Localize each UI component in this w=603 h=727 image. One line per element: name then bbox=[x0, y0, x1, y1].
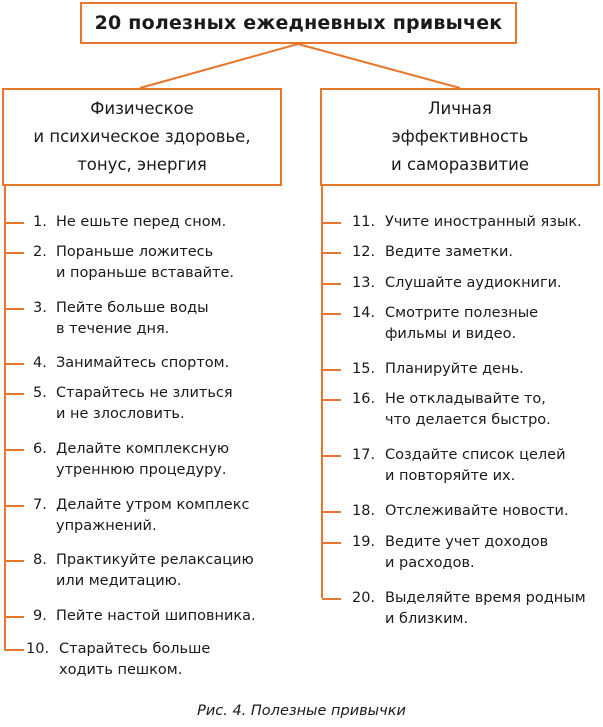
right-habit-item: 11. Учите иностранный язык. bbox=[352, 212, 603, 256]
right-habit-item: 12. Ведите заметки. bbox=[352, 242, 603, 286]
habit-number: 1. bbox=[33, 214, 47, 230]
habit-text: Практикуйте релаксацию или медитацию. bbox=[56, 552, 254, 589]
left-habit-item: 8. Практикуйте релаксацию или медитацию. bbox=[33, 550, 603, 594]
habit-number: 3. bbox=[33, 300, 47, 316]
habit-number: 15. bbox=[352, 361, 376, 377]
left-habit-item: 2. Пораньше ложитесь и пораньше вставайте… bbox=[33, 242, 603, 286]
habit-text: Старайтесь не злиться и не злословить. bbox=[56, 385, 233, 422]
habit-text: Делайте утром комплекс упражнений. bbox=[56, 497, 250, 534]
right-column-heading-box: Личная эффективность и саморазвитие bbox=[320, 88, 600, 186]
habit-number: 4. bbox=[33, 355, 47, 371]
left-habit-item: 1. Не ешьте перед сном. bbox=[33, 212, 603, 256]
right-column-heading: Личная эффективность и саморазвитие bbox=[391, 99, 529, 174]
left-habit-item: 6. Делайте комплексную утреннюю процедуру… bbox=[33, 439, 603, 483]
habit-text: Создайте список целей и повторяйте их. bbox=[385, 447, 566, 484]
left-habit-item: 10. Старайтесь больше ходить пешком. bbox=[26, 639, 596, 683]
left-habit-item: 3. Пейте больше воды в течение дня. bbox=[33, 298, 603, 342]
title-to-right-connector bbox=[297, 43, 461, 89]
habit-text: Ведите учет доходов и расходов. bbox=[385, 534, 549, 571]
habit-number: 10. bbox=[26, 641, 50, 657]
habit-number: 2. bbox=[33, 244, 47, 260]
left-habit-item: 4. Занимайтесь спортом. bbox=[33, 353, 603, 397]
habit-text: Отслеживайте новости. bbox=[385, 503, 569, 519]
habit-text: Выделяйте время родным и близким. bbox=[385, 590, 586, 627]
left-column-heading: Физическое и психическое здоровье, тонус… bbox=[33, 99, 251, 174]
habit-text: Пораньше ложитесь и пораньше вставайте. bbox=[56, 244, 234, 281]
habit-number: 19. bbox=[352, 534, 376, 550]
title-to-left-connector bbox=[139, 43, 299, 89]
left-habit-item: 7. Делайте утром комплекс упражнений. bbox=[33, 495, 603, 539]
habit-text: Пейте больше воды в течение дня. bbox=[56, 300, 209, 337]
habit-text: Не ешьте перед сном. bbox=[56, 214, 227, 230]
diagram-title: 20 полезных ежедневных привычек bbox=[94, 12, 503, 34]
habit-number: 17. bbox=[352, 447, 376, 463]
habit-number: 16. bbox=[352, 391, 376, 407]
habit-number: 5. bbox=[33, 385, 47, 401]
habit-number: 7. bbox=[33, 497, 47, 513]
right-habit-item: 18. Отслеживайте новости. bbox=[352, 501, 603, 545]
right-habit-item: 19. Ведите учет доходов и расходов. bbox=[352, 532, 603, 576]
habit-text: Планируйте день. bbox=[385, 361, 524, 377]
left-habit-item: 9. Пейте настой шиповника. bbox=[33, 606, 603, 650]
right-habit-item: 15. Планируйте день. bbox=[352, 359, 603, 403]
habit-number: 6. bbox=[33, 441, 47, 457]
habit-text: Старайтесь больше ходить пешком. bbox=[59, 641, 211, 678]
left-habit-item: 5. Старайтесь не злиться и не злословить. bbox=[33, 383, 603, 427]
right-habit-item: 17. Создайте список целей и повторяйте их… bbox=[352, 445, 603, 489]
habit-text: Не откладывайте то, что делается быстро. bbox=[385, 391, 551, 428]
figure-caption: Рис. 4. Полезные привычки bbox=[197, 703, 406, 719]
habit-text: Ведите заметки. bbox=[385, 244, 513, 260]
habit-text: Смотрите полезные фильмы и видео. bbox=[385, 305, 539, 342]
right-habit-item: 13. Слушайте аудиокниги. bbox=[352, 273, 603, 317]
habit-text: Учите иностранный язык. bbox=[385, 214, 582, 230]
right-habit-item: 14. Смотрите полезные фильмы и видео. bbox=[352, 303, 603, 347]
habit-number: 9. bbox=[33, 608, 47, 624]
right-habit-item: 16. Не откладывайте то, что делается быст… bbox=[352, 389, 603, 433]
habit-number: 12. bbox=[352, 244, 376, 260]
habit-text: Слушайте аудиокниги. bbox=[385, 275, 562, 291]
habit-number: 14. bbox=[352, 305, 376, 321]
right-habit-item: 20. Выделяйте время родным и близким. bbox=[352, 588, 603, 632]
habit-number: 13. bbox=[352, 275, 376, 291]
diagram-title-box: 20 полезных ежедневных привычек bbox=[80, 2, 517, 44]
habit-text: Пейте настой шиповника. bbox=[56, 608, 256, 624]
habit-text: Занимайтесь спортом. bbox=[56, 355, 230, 371]
habit-number: 8. bbox=[33, 552, 47, 568]
habit-number: 11. bbox=[352, 214, 376, 230]
habit-number: 18. bbox=[352, 503, 376, 519]
habit-number: 20. bbox=[352, 590, 376, 606]
left-column-heading-box: Физическое и психическое здоровье, тонус… bbox=[2, 88, 282, 186]
habit-text: Делайте комплексную утреннюю процедуру. bbox=[56, 441, 230, 478]
